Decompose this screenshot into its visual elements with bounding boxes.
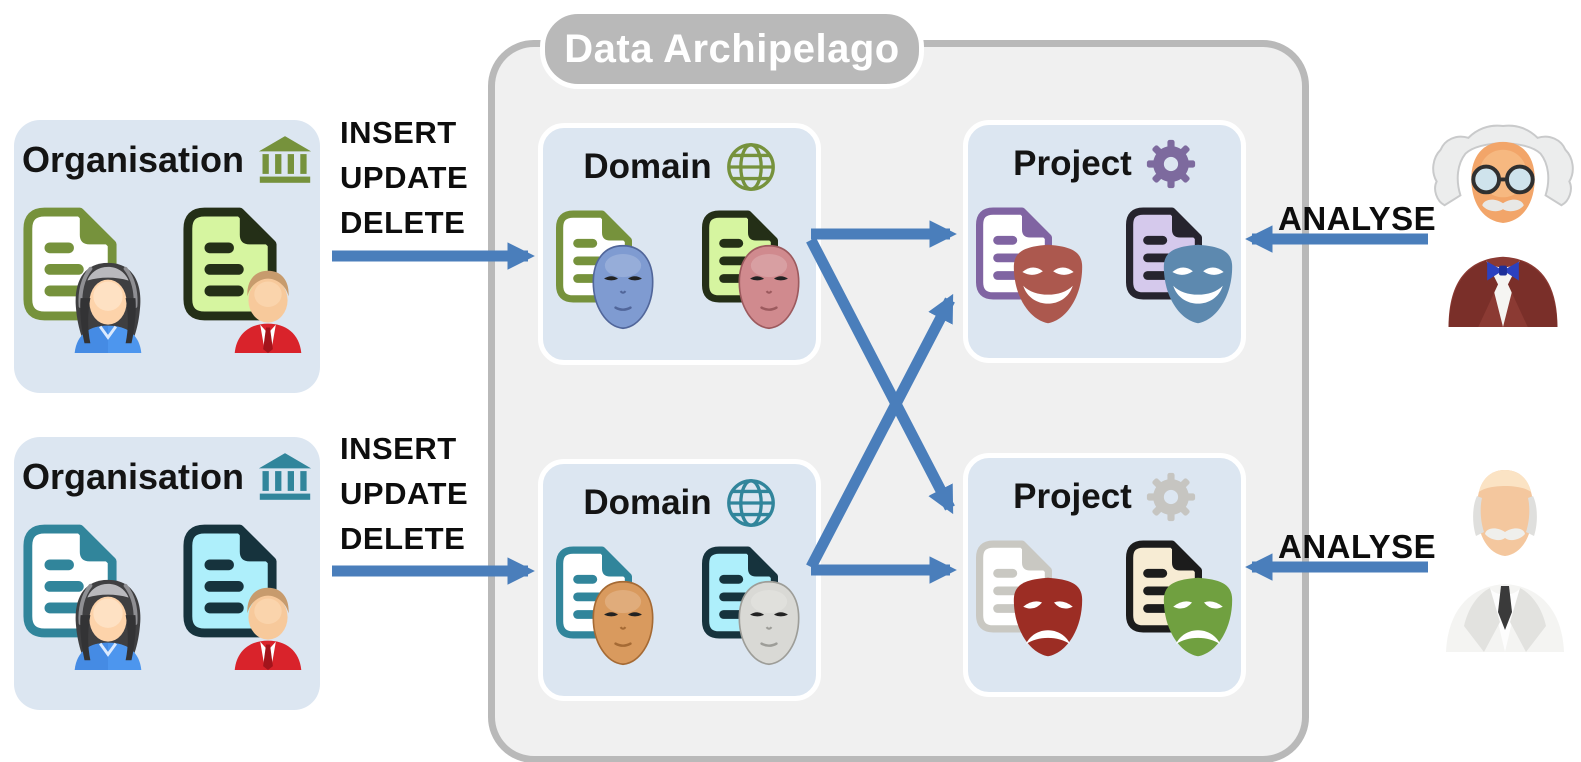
tragedy-mask-icon <box>1162 576 1234 658</box>
document-with-mask-icon <box>700 546 806 678</box>
flow-label-1: INSERT UPDATE DELETE <box>340 110 468 245</box>
domain-2-title: Domain <box>543 464 816 528</box>
organisation-2-label: Organisation <box>21 455 245 497</box>
document-with-mask-icon <box>700 210 806 342</box>
gear-icon <box>1146 139 1196 189</box>
domain-1-title: Domain <box>543 128 816 192</box>
neutral-mask-icon <box>590 580 656 666</box>
globe-icon <box>726 142 776 192</box>
organisation-box-1: Organisation <box>14 120 320 393</box>
flow-line: DELETE <box>340 205 466 240</box>
domain-1-label: Domain <box>583 147 712 186</box>
comedy-mask-icon <box>1162 243 1234 325</box>
project-2-label: Project <box>1013 477 1132 516</box>
flow-line: DELETE <box>340 521 466 556</box>
project-1-title: Project <box>968 125 1241 189</box>
domain-box-2: Domain <box>538 459 821 701</box>
project-2-title: Project <box>968 458 1241 522</box>
neutral-mask-icon <box>736 580 802 666</box>
man-user-icon <box>221 576 315 670</box>
flow-line: UPDATE <box>340 476 469 511</box>
woman-user-icon <box>61 576 155 670</box>
flow-label-2: INSERT UPDATE DELETE <box>340 426 468 561</box>
tragedy-mask-icon <box>1012 576 1084 658</box>
document-with-mask-icon <box>1124 540 1236 666</box>
woman-user-icon <box>61 259 155 353</box>
flow-line: INSERT <box>340 115 457 150</box>
document-with-person-icon <box>21 207 153 359</box>
document-with-person-icon <box>181 207 313 359</box>
document-with-person-icon <box>181 524 313 676</box>
bank-icon <box>258 136 312 183</box>
organisation-2-title: Organisation <box>14 437 320 500</box>
domain-box-1: Domain <box>538 123 821 365</box>
document-with-mask-icon <box>554 546 660 678</box>
organisation-box-2: Organisation <box>14 437 320 710</box>
flow-line: UPDATE <box>340 160 469 195</box>
project-box-2: Project <box>963 453 1246 697</box>
document-with-person-icon <box>21 524 153 676</box>
data-archipelago-title-label: Data Archipelago <box>564 26 900 71</box>
analyse-label-1: ANALYSE <box>1278 200 1437 237</box>
organisation-1-title: Organisation <box>14 120 320 183</box>
flow-line: INSERT <box>340 431 457 466</box>
data-archipelago-title: Data Archipelago <box>540 9 924 89</box>
document-with-mask-icon <box>974 540 1086 666</box>
analyse-label-2: ANALYSE <box>1278 528 1437 565</box>
scientist-figure <box>1430 462 1580 652</box>
document-with-mask-icon <box>974 207 1086 333</box>
document-with-mask-icon <box>554 210 660 342</box>
project-1-label: Project <box>1013 144 1132 183</box>
gear-icon <box>1146 472 1196 522</box>
project-box-1: Project <box>963 120 1246 363</box>
bank-icon <box>258 453 312 500</box>
organisation-1-label: Organisation <box>21 138 245 180</box>
document-with-mask-icon <box>1124 207 1236 333</box>
domain-2-label: Domain <box>583 483 712 522</box>
man-user-icon <box>221 259 315 353</box>
neutral-mask-icon <box>590 244 656 330</box>
neutral-mask-icon <box>736 244 802 330</box>
globe-icon <box>726 478 776 528</box>
professor-figure <box>1427 124 1579 327</box>
comedy-mask-icon <box>1012 243 1084 325</box>
